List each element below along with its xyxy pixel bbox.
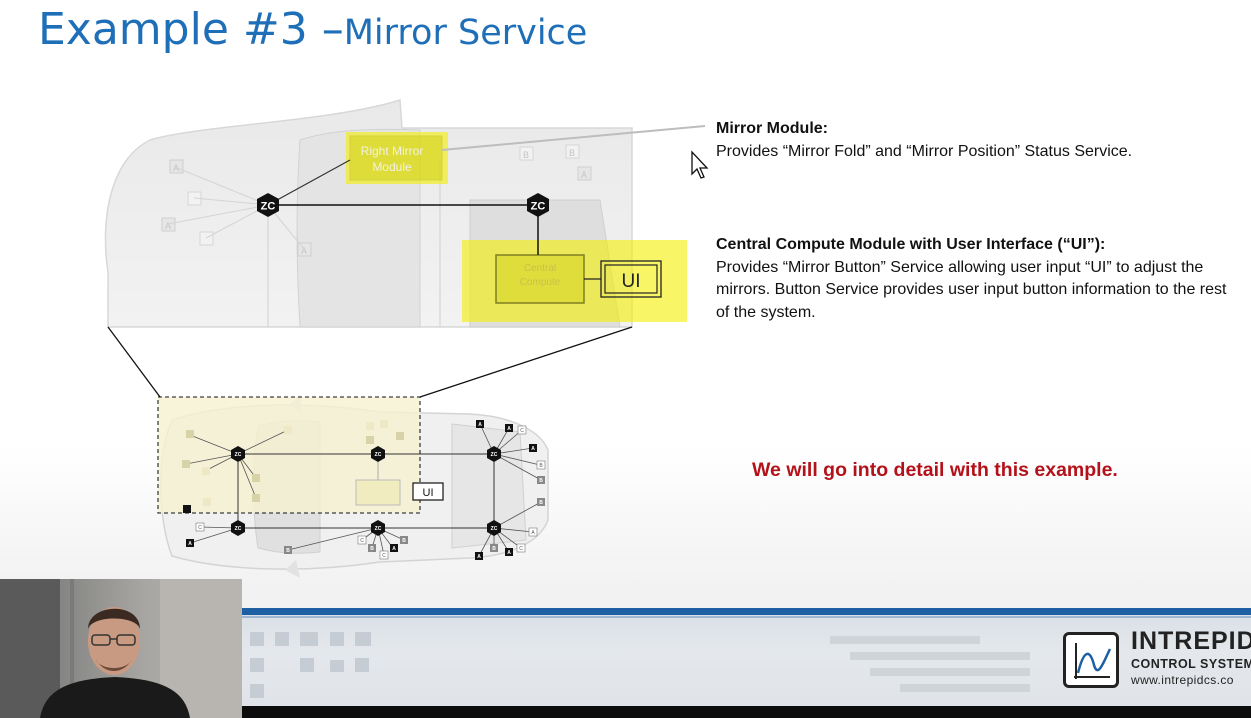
zc-label: ZC — [235, 526, 242, 532]
ecu-label: B — [539, 478, 543, 484]
ecu-label: B — [523, 150, 529, 160]
ecu-label: A — [188, 541, 192, 547]
ecu-label: C — [382, 553, 386, 559]
zc-label: ZC — [531, 201, 546, 213]
ecu-label: A — [507, 426, 511, 432]
detail-note: We will go into detail with this example… — [752, 459, 1118, 481]
ecu-label: C — [360, 538, 364, 544]
mouse-cursor-icon — [691, 150, 709, 179]
slide-title-sub: Mirror Service — [343, 13, 588, 53]
ecu-label: A — [301, 246, 307, 256]
small-ui-box — [412, 482, 444, 501]
ecu-label: B — [286, 548, 290, 554]
zc-label: ZC — [491, 526, 498, 532]
small-central-compute — [355, 479, 401, 506]
ui-label: UI — [622, 271, 641, 292]
ecu-label: C — [198, 525, 202, 531]
zone-controller-node — [527, 193, 549, 217]
right-mirror-module — [349, 135, 443, 181]
zc-label: ZC — [375, 452, 382, 458]
ecu-label: A — [165, 221, 171, 231]
logo-subtitle: CONTROL SYSTEM — [1131, 657, 1251, 671]
ecu-label: A — [581, 170, 587, 180]
ecu-label: A — [392, 546, 396, 552]
ecu-label: C — [520, 428, 524, 434]
right-mirror-label-2: Module — [372, 160, 412, 174]
ecu-label: B — [492, 546, 496, 552]
ui-box — [600, 260, 662, 298]
presenter-webcam — [0, 579, 242, 718]
ecu-label: B — [539, 463, 543, 469]
central-compute-body: Provides “Mirror Button” Service allowin… — [716, 258, 1227, 321]
ecu-label: A — [507, 550, 511, 556]
footer-stripe — [242, 608, 1251, 615]
ecu-label: A — [478, 422, 482, 428]
zoom-line — [419, 326, 633, 398]
logo-name: INTREPID — [1131, 627, 1251, 655]
mirror-module-body: Provides “Mirror Fold” and “Mirror Posit… — [716, 142, 1133, 160]
full-vehicle-topology: UI ZC ZC ZC ZC — [157, 395, 549, 578]
mirror-module-heading: Mirror Module: — [716, 120, 828, 137]
logo-url: www.intrepidcs.co — [1131, 673, 1234, 687]
zc-label: ZC — [375, 526, 382, 532]
zone-controller-node — [257, 193, 279, 217]
ecu-label: B — [402, 538, 406, 544]
central-compute-annotation: Central Compute Module with User Interfa… — [716, 234, 1236, 324]
ecu-label: A — [531, 530, 535, 536]
slide-title: Example #3 –Mirror Service — [38, 4, 587, 55]
zoom-line — [107, 326, 161, 398]
central-compute-module — [495, 254, 585, 304]
ecu-label: A — [477, 554, 481, 560]
central-compute-label-2: Compute — [520, 277, 561, 288]
ecu-label: B — [539, 500, 543, 506]
ecu-label: B — [370, 546, 374, 552]
ecu-label: B — [569, 148, 575, 158]
central-compute-label: Central — [524, 263, 556, 274]
right-mirror-label: Right Mirror — [361, 144, 424, 158]
ecu-label: A — [531, 446, 535, 452]
ecu-label: A — [173, 163, 179, 173]
central-compute-heading: Central Compute Module with User Interfa… — [716, 236, 1106, 253]
ecu-label: C — [519, 546, 523, 552]
mirror-callout-line — [441, 125, 706, 151]
zc-label: ZC — [235, 452, 242, 458]
mirror-module-annotation: Mirror Module: Provides “Mirror Fold” an… — [716, 118, 1216, 163]
zc-label: ZC — [261, 201, 276, 213]
zc-label: ZC — [491, 452, 498, 458]
subtitle-caption-bar — [242, 706, 1251, 718]
slide-title-main: Example #3 – — [38, 4, 344, 55]
intrepid-logo-icon — [1063, 632, 1119, 688]
small-ui-label: UI — [423, 487, 434, 499]
